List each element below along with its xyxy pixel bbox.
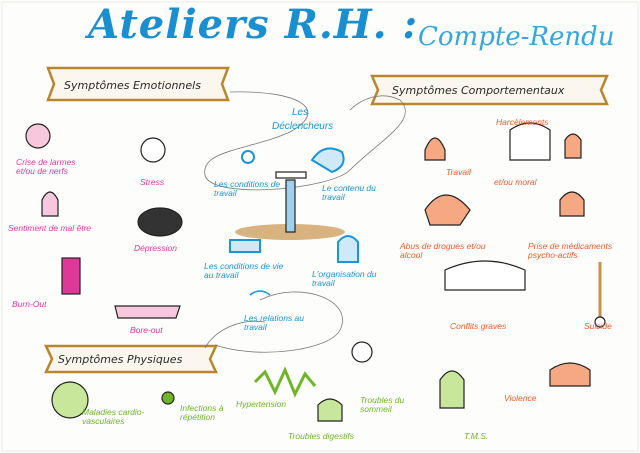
banner-physical: Symptômes Physiques <box>58 353 182 366</box>
behavioral-conflicts: Conflits graves <box>450 322 506 331</box>
trigger-work-organization: L'organisation du travail <box>312 270 384 288</box>
physical-digestive: Troubles digestifs <box>288 432 354 441</box>
behavioral-work: Travail <box>446 168 471 177</box>
physical-tms: T.M.S. <box>464 432 488 441</box>
banner-emotional: Symptômes Emotionnels <box>64 79 201 92</box>
trigger-living-conditions: Les conditions de vie au travail <box>204 262 294 280</box>
behavioral-moral: et/ou moral <box>494 178 537 187</box>
trigger-work-content: Le contenu du travail <box>322 184 384 202</box>
center-heading-line2: Déclencheurs <box>272 122 333 133</box>
emotional-boreout: Bore-out <box>130 326 163 335</box>
page-title: Ateliers R.H. : <box>88 4 418 46</box>
emotional-depression: Dépression <box>134 244 177 253</box>
trigger-working-conditions: Les conditions de travail <box>214 180 284 198</box>
physical-cardio: Maladies cardio-vasculaires <box>82 408 152 426</box>
behavioral-violence: Violence <box>504 394 536 403</box>
trigger-work-relations: Les relations au travail <box>244 314 310 332</box>
emotional-stress: Stress <box>140 178 164 187</box>
behavioral-suicide: Suicide <box>584 322 612 331</box>
behavioral-medication: Prise de médicaments psycho-actifs <box>528 242 636 260</box>
emotional-malaise: Sentiment de mal être <box>8 224 91 233</box>
emotional-sketches <box>26 124 182 318</box>
emotional-burnout: Burn-Out <box>12 300 47 309</box>
banner-behavioral: Symptômes Comportementaux <box>392 84 564 97</box>
behavioral-harassment: Harcèlements <box>496 118 548 127</box>
emotional-tears-nerves: Crise de larmes et/ou de nerfs <box>16 158 90 176</box>
page-subtitle: Compte-Rendu <box>418 24 615 51</box>
behavioral-substance-abuse: Abus de drogues et/ou alcool <box>400 242 498 260</box>
physical-hypertension: Hypertension <box>236 400 286 409</box>
physical-sleep: Troubles du sommeil <box>360 396 420 414</box>
center-heading-line1: Les <box>292 108 308 119</box>
